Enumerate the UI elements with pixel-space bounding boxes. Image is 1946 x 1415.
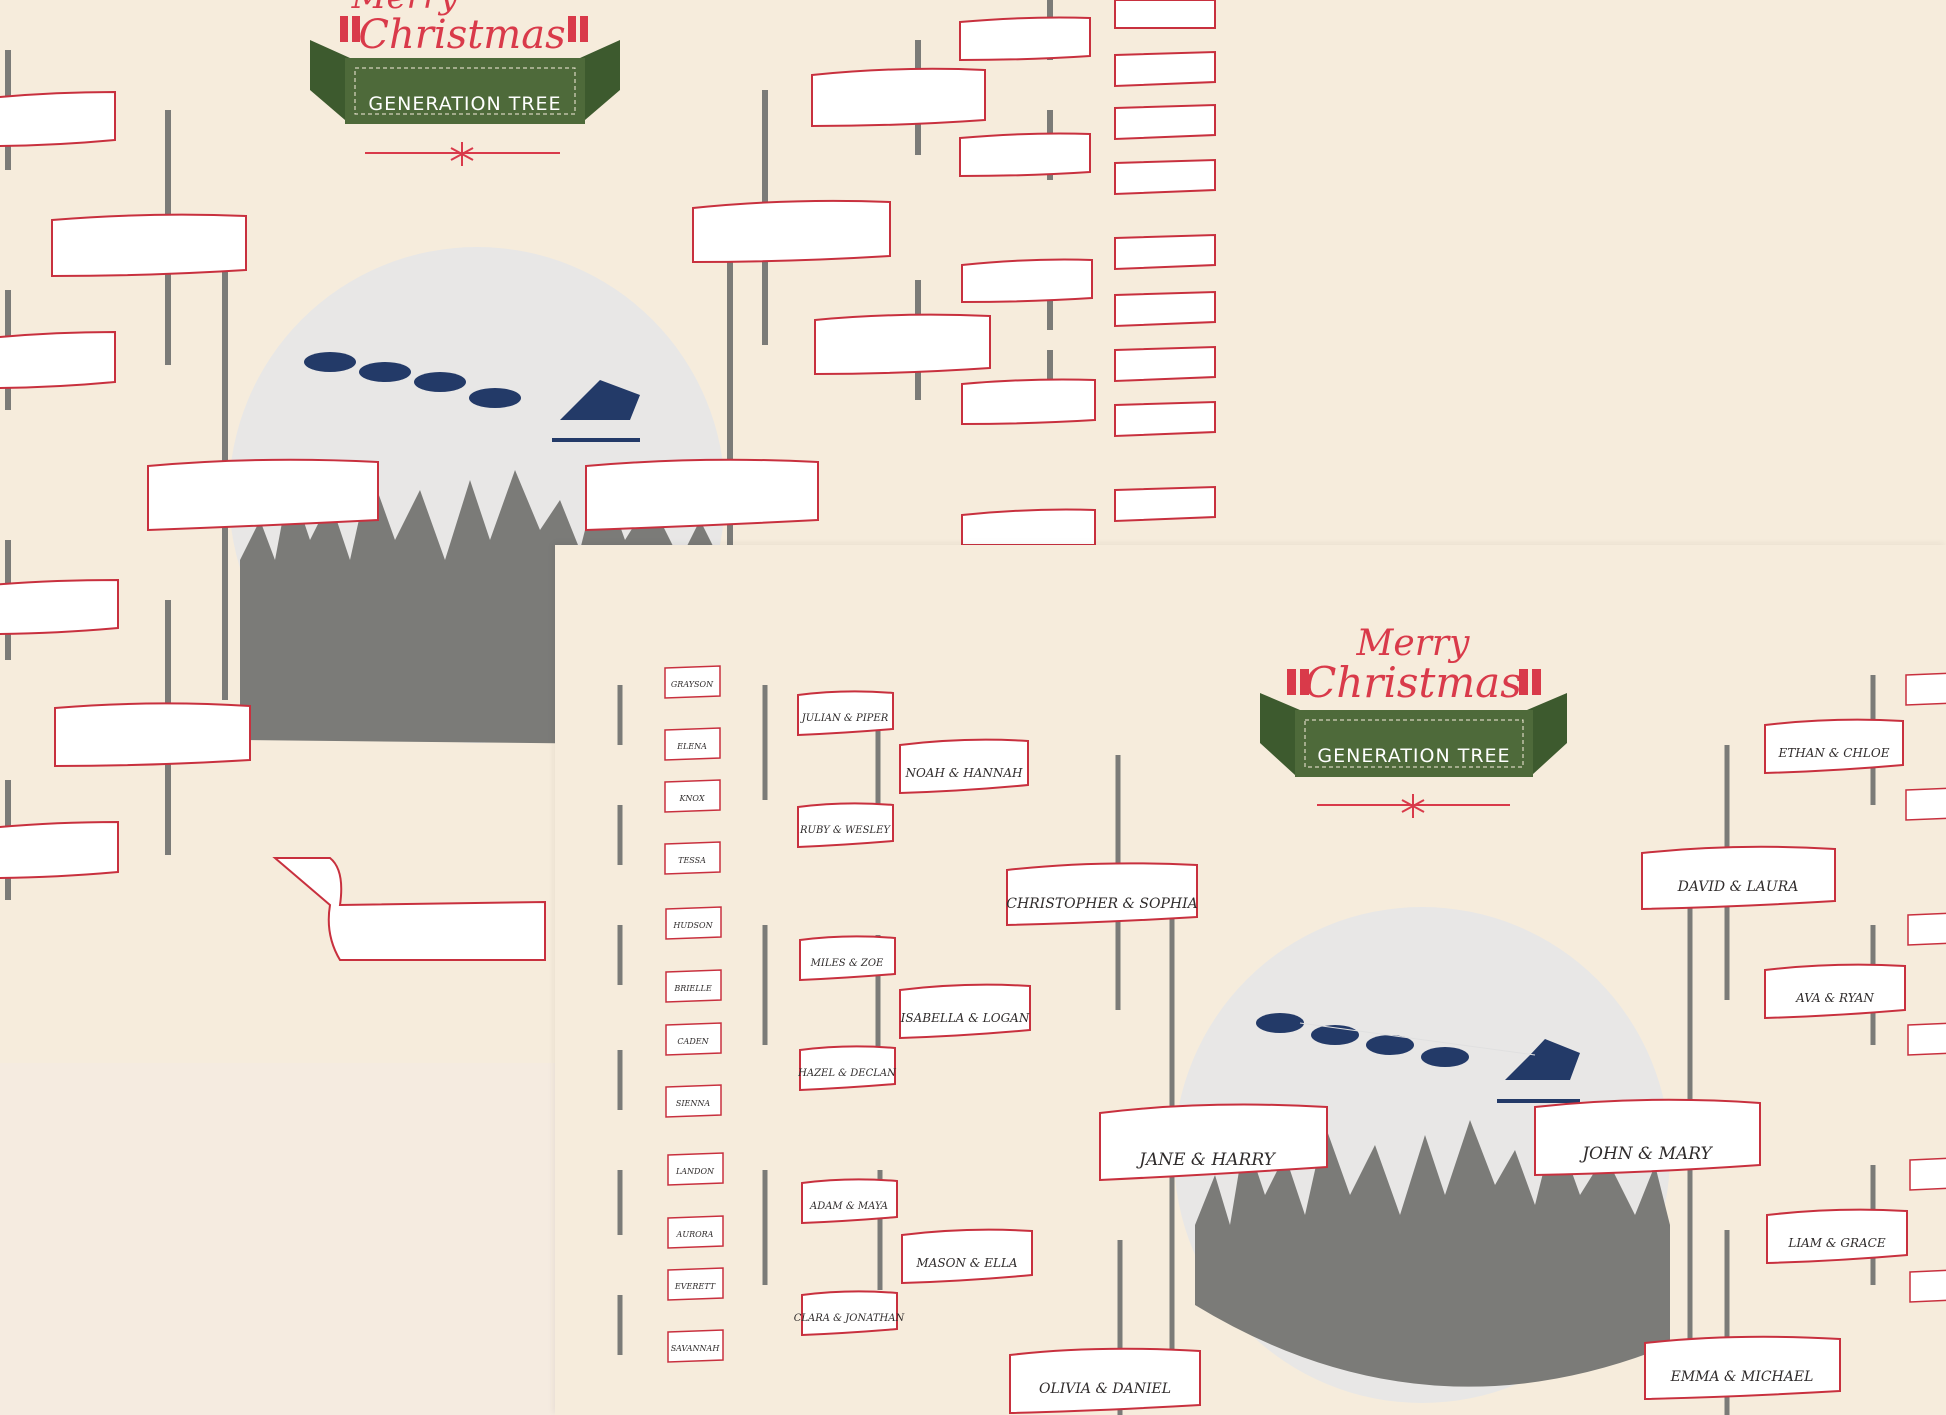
back-banner-text: GENERATION TREE bbox=[368, 93, 561, 115]
name-gen3-left-2: MASON & ELLA bbox=[915, 1256, 1018, 1270]
back-green-ribbon bbox=[310, 40, 620, 120]
snowflake-icon bbox=[1401, 794, 1425, 818]
name-gen3-left-1: ISABELLA & LOGAN bbox=[900, 1011, 1030, 1025]
child-name: KNOX bbox=[678, 794, 704, 803]
scroll-gen3-left-2[interactable]: MASON & ELLA bbox=[901, 1228, 1033, 1285]
scroll-gen4-left-0[interactable]: JULIAN & PIPER bbox=[797, 690, 894, 737]
scroll-gen2-left-top[interactable]: CHRISTOPHER & SOPHIA bbox=[1006, 862, 1198, 927]
child-name: SAVANNAH bbox=[671, 1344, 721, 1353]
scroll-gen2-right-bottom[interactable]: EMMA & MICHAEL bbox=[1644, 1335, 1841, 1401]
scroll-gen3-right-0[interactable]: ETHAN & CHLOE bbox=[1764, 718, 1904, 775]
scroll-gen3-right-1[interactable]: AVA & RYAN bbox=[1764, 963, 1906, 1020]
gift-icon bbox=[1519, 669, 1541, 695]
name-gen4-left-4: ADAM & MAYA bbox=[809, 1201, 888, 1212]
child-name: LANDON bbox=[675, 1167, 715, 1176]
scroll-gen3-left-1[interactable]: ISABELLA & LOGAN bbox=[899, 983, 1031, 1040]
title-merry: Merry bbox=[1356, 623, 1471, 664]
scroll-main-left[interactable]: JANE & HARRY bbox=[1099, 1103, 1328, 1182]
back-title-christmas: Christmas bbox=[358, 12, 565, 58]
name-gen4-left-0: JULIAN & PIPER bbox=[800, 713, 889, 724]
name-gen2-left-top: CHRISTOPHER & SOPHIA bbox=[1006, 896, 1198, 912]
front-scrolls: JANE & HARRY JOHN & MARY CHRISTOPHER & S… bbox=[664, 665, 1946, 1415]
scroll-gen4-left-3[interactable]: HAZEL & DECLAN bbox=[797, 1045, 897, 1092]
child-scrolls bbox=[664, 665, 724, 1363]
child-name: GRAYSON bbox=[671, 680, 714, 689]
child-name: CADEN bbox=[677, 1037, 709, 1046]
scroll-gen4-left-5[interactable]: CLARA & JONATHAN bbox=[794, 1290, 906, 1337]
scroll-banner-icon bbox=[0, 0, 1216, 961]
blank-panel bbox=[1330, 0, 1946, 545]
front-header: Merry Christmas GENERATION TREE bbox=[1260, 623, 1567, 818]
reindeer-sleigh-icon bbox=[1256, 1013, 1580, 1103]
name-main-left: JANE & HARRY bbox=[1136, 1150, 1276, 1170]
scroll-gen2-right-top[interactable]: DAVID & LAURA bbox=[1641, 845, 1836, 911]
child-name: TESSA bbox=[678, 856, 706, 865]
child-name: AURORA bbox=[676, 1230, 714, 1239]
name-gen4-left-1: RUBY & WESLEY bbox=[799, 825, 891, 836]
child-name: ELENA bbox=[676, 742, 707, 751]
green-ribbon-tails bbox=[1260, 693, 1567, 775]
child-name: EVERETT bbox=[674, 1282, 716, 1291]
snowflake-icon bbox=[450, 142, 474, 166]
back-template-panel: Merry Christmas GENERATION TREE bbox=[0, 0, 1216, 961]
gift-icon bbox=[1287, 669, 1309, 695]
name-gen4-left-3: HAZEL & DECLAN bbox=[797, 1068, 897, 1079]
name-main-right: JOHN & MARY bbox=[1579, 1144, 1713, 1164]
name-gen3-right-0: ETHAN & CHLOE bbox=[1778, 746, 1890, 760]
scroll-gen4-left-1[interactable]: RUBY & WESLEY bbox=[797, 802, 894, 849]
green-banner bbox=[1295, 710, 1533, 777]
child-name: SIENNA bbox=[676, 1099, 710, 1108]
front-template-panel: Merry Christmas GENERATION TREE bbox=[555, 545, 1946, 1415]
back-tree-artwork: Merry Christmas GENERATION TREE bbox=[0, 0, 1216, 961]
scroll-gen4-left-2[interactable]: MILES & ZOE bbox=[799, 935, 896, 982]
title-christmas: Christmas bbox=[1304, 658, 1522, 707]
banner-text: GENERATION TREE bbox=[1317, 745, 1510, 767]
child-name: BRIELLE bbox=[673, 984, 712, 993]
front-tree-artwork: Merry Christmas GENERATION TREE bbox=[617, 623, 1876, 1415]
pine-forest-icon bbox=[1195, 1120, 1670, 1387]
name-gen3-right-1: AVA & RYAN bbox=[1795, 991, 1874, 1005]
back-title-merry: Merry bbox=[351, 0, 459, 17]
back-green-banner bbox=[345, 58, 585, 124]
name-gen2-left-bottom: OLIVIA & DANIEL bbox=[1039, 1381, 1171, 1397]
scroll-gen2-left-bottom[interactable]: OLIVIA & DANIEL bbox=[1009, 1347, 1201, 1415]
scroll-gen3-left-0[interactable]: NOAH & HANNAH bbox=[899, 738, 1029, 795]
child-name: HUDSON bbox=[672, 921, 713, 930]
name-gen4-left-5: CLARA & JONATHAN bbox=[794, 1313, 906, 1324]
scroll-gen4-left-4[interactable]: ADAM & MAYA bbox=[801, 1178, 898, 1225]
name-gen2-right-top: DAVID & LAURA bbox=[1677, 879, 1799, 895]
reindeer-sleigh-icon bbox=[304, 352, 640, 442]
gift-icon bbox=[340, 16, 360, 42]
back-header: Merry Christmas GENERATION TREE bbox=[310, 0, 620, 166]
gift-icon bbox=[568, 16, 588, 42]
name-gen3-left-0: NOAH & HANNAH bbox=[904, 766, 1023, 780]
name-gen2-right-bottom: EMMA & MICHAEL bbox=[1670, 1369, 1814, 1385]
right-edge-scrolls bbox=[1905, 672, 1946, 1303]
name-gen4-left-2: MILES & ZOE bbox=[810, 958, 884, 969]
scroll-main-right[interactable]: JOHN & MARY bbox=[1534, 1098, 1761, 1177]
name-gen3-right-2: LIAM & GRACE bbox=[1787, 1236, 1885, 1250]
child-names: GRAYSON ELENA KNOX TESSA HUDSON BRIELLE … bbox=[671, 680, 721, 1353]
scroll-gen3-right-2[interactable]: LIAM & GRACE bbox=[1766, 1208, 1908, 1265]
